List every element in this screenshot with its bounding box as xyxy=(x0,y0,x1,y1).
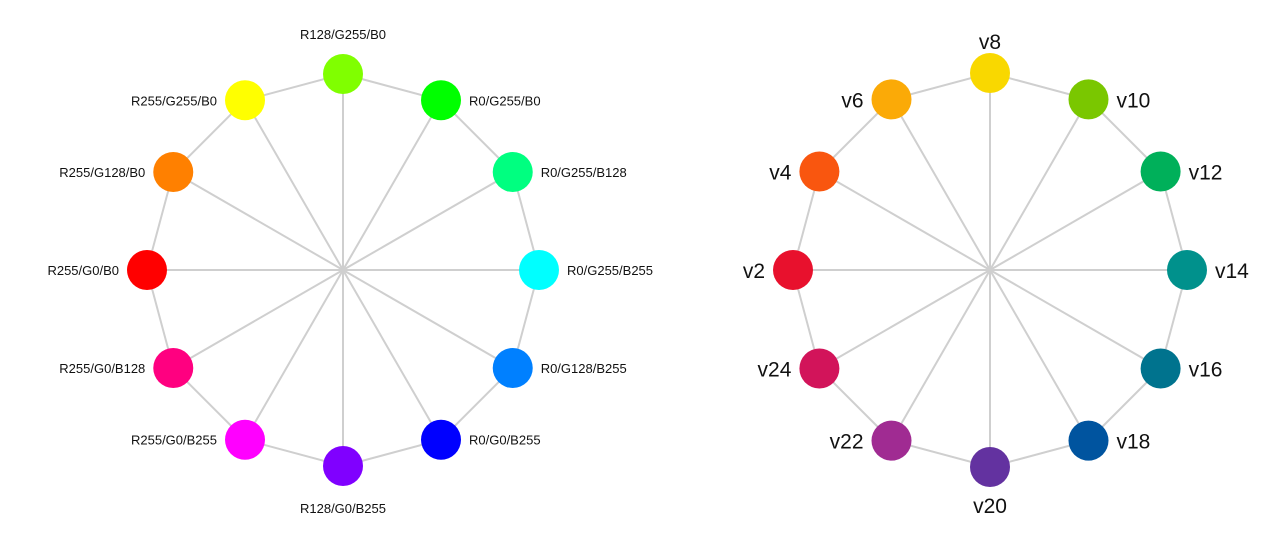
color-swatch xyxy=(871,420,912,461)
color-label: R255/G255/B0 xyxy=(131,93,217,108)
v-wheel: v8 v10 v12 v14 v16 v18 v20 v22 v24 v2 v4 v6 xyxy=(743,31,1249,518)
color-label: R0/G0/B255 xyxy=(469,433,541,448)
color-swatch xyxy=(1140,348,1181,389)
color-swatch xyxy=(1140,151,1181,192)
wheel-spoke xyxy=(989,269,1090,442)
color-swatch xyxy=(127,250,167,290)
color-label: R128/G255/B0 xyxy=(300,27,386,42)
color-label: R0/G255/B128 xyxy=(541,165,627,180)
color-swatch xyxy=(492,348,533,388)
wheel-spoke xyxy=(342,171,514,271)
color-swatch xyxy=(970,447,1010,487)
wheel-spoke xyxy=(989,269,1162,370)
color-label: v18 xyxy=(1117,431,1151,454)
wheel-spoke xyxy=(818,170,991,271)
wheel-center xyxy=(340,267,346,273)
wheel-spoke xyxy=(890,269,991,442)
color-label: v6 xyxy=(841,89,863,112)
color-swatch xyxy=(153,152,194,192)
color-swatch xyxy=(773,250,813,290)
color-label: v2 xyxy=(743,260,765,283)
color-label: v10 xyxy=(1117,89,1151,112)
wheel-spoke xyxy=(172,269,344,369)
color-label: v4 xyxy=(769,162,792,185)
color-swatch xyxy=(1068,79,1109,120)
color-label: R255/G128/B0 xyxy=(59,165,145,180)
color-label: R255/G0/B0 xyxy=(47,263,119,278)
color-swatch xyxy=(1068,420,1109,461)
color-label: v20 xyxy=(973,495,1007,518)
color-swatch xyxy=(492,152,533,192)
color-swatch xyxy=(799,151,840,192)
wheel-center xyxy=(987,267,993,273)
color-swatch xyxy=(519,250,559,290)
wheel-spoke xyxy=(342,269,442,441)
wheel-spoke xyxy=(989,98,1090,271)
color-swatch xyxy=(153,348,194,388)
color-swatch xyxy=(225,419,265,460)
color-swatch xyxy=(323,54,363,94)
wheel-spoke xyxy=(342,269,514,369)
wheel-spoke xyxy=(890,98,991,271)
color-label: R0/G128/B255 xyxy=(541,361,627,376)
color-swatch xyxy=(970,53,1010,93)
color-label: v24 xyxy=(758,359,792,382)
wheel-spoke xyxy=(244,99,344,271)
color-label: v12 xyxy=(1189,162,1223,185)
color-label: R255/G0/B128 xyxy=(59,361,145,376)
color-label: R255/G0/B255 xyxy=(131,433,217,448)
wheel-spoke xyxy=(172,171,344,271)
color-swatch xyxy=(421,80,461,121)
color-swatch xyxy=(799,348,840,389)
color-label: R128/G0/B255 xyxy=(300,501,386,516)
wheel-spoke xyxy=(818,269,991,370)
color-label: R0/G255/B255 xyxy=(567,263,653,278)
color-swatch xyxy=(871,79,912,120)
color-swatch xyxy=(225,80,265,121)
color-swatch xyxy=(1167,250,1207,290)
color-swatch xyxy=(323,446,363,486)
rgb-wheel: R128/G255/B0R0/G255/B0R0/G255/B128R0/G25… xyxy=(47,27,653,516)
color-label: v14 xyxy=(1215,260,1249,283)
color-swatch xyxy=(421,419,461,460)
color-label: v22 xyxy=(830,431,864,454)
color-label: R0/G255/B0 xyxy=(469,93,541,108)
wheel-spoke xyxy=(989,170,1162,271)
color-label: v8 xyxy=(979,31,1001,54)
wheel-spoke xyxy=(244,269,344,441)
wheel-spoke xyxy=(342,99,442,271)
color-label: v16 xyxy=(1189,359,1223,382)
